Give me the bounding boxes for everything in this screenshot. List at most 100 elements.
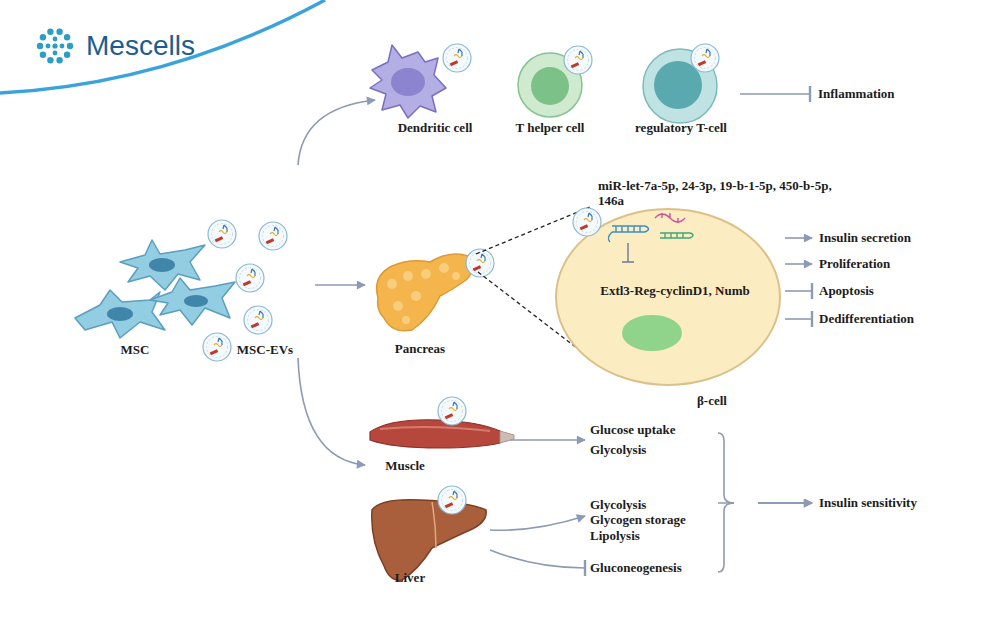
pancreas-lobule: [452, 272, 460, 280]
node-label: Glycogen storage: [590, 512, 715, 527]
extracellular-vesicle: [691, 44, 719, 72]
arrow-connector: [718, 433, 812, 503]
effect-text: Dedifferentiation: [812, 310, 972, 328]
extracellular-vesicle: [208, 220, 236, 248]
node-label: Muscle: [375, 458, 435, 473]
extracellular-vesicle: [236, 264, 264, 292]
logo-dot: [60, 44, 65, 49]
node-label: Pancreas: [365, 341, 475, 356]
muscle-organ: [370, 420, 500, 448]
arrow-connector: [718, 502, 812, 504]
organ: Pancreas: [365, 245, 475, 357]
arrow-connector: [510, 439, 585, 441]
node-label: Insulin sensitivity: [819, 495, 969, 510]
node-label: MSC-EVs: [215, 342, 315, 357]
node-label: Extl3-Reg-cyclinD1, Numb: [570, 283, 780, 298]
msc-cell: [75, 290, 165, 338]
logo-dot: [64, 52, 70, 58]
logo-dot: [46, 44, 51, 49]
cell-nucleus: [391, 68, 425, 96]
logo-icon: [37, 29, 73, 64]
node-label: Apoptosis: [819, 283, 969, 298]
pancreas-lobule: [421, 269, 431, 279]
logo-dot: [64, 34, 70, 40]
extracellular-vesicle: [443, 44, 471, 72]
node-label: Proliferation: [819, 256, 969, 271]
node-label: Insulin secretion: [819, 230, 969, 245]
immune-cell: Dendritic cell: [375, 42, 495, 137]
logo-dot: [40, 52, 46, 58]
node-label: Liver: [385, 570, 435, 585]
immune-cell: T helper cell: [500, 42, 600, 137]
pancreas-lobule: [403, 271, 413, 281]
arrow-connector: [718, 503, 812, 572]
inhibition-mark: [622, 243, 634, 262]
msc-cells: [75, 240, 235, 338]
logo-dot: [52, 43, 57, 48]
arrow-connector: [785, 263, 812, 265]
arrow-connector: [298, 358, 365, 465]
organ: Muscle: [365, 395, 510, 475]
pancreas-lobule: [402, 316, 410, 324]
extracellular-vesicle: [259, 222, 287, 250]
muscle-tendon: [500, 431, 514, 443]
immune-cell: regulatory T-cell: [622, 42, 740, 137]
logo-dot: [40, 34, 46, 40]
msc-cell: [120, 240, 205, 290]
cell-nucleus: [531, 67, 569, 105]
node-label: Glycolysis: [590, 497, 715, 512]
cell-group: MSC: [80, 235, 230, 360]
msc-nuclei: [107, 258, 208, 321]
node-label: T helper cell: [500, 120, 600, 135]
pancreas-organ: [377, 254, 473, 331]
effect-text: Inflammation: [810, 85, 940, 103]
effect-text: Apoptosis: [812, 282, 972, 300]
arrow-connector: [315, 284, 365, 286]
logo-dot: [56, 29, 62, 35]
extracellular-vesicle: [573, 208, 601, 236]
effect-text: Proliferation: [812, 255, 972, 273]
logo-dot: [47, 29, 53, 35]
mirna-strand: [660, 233, 693, 238]
liver-ligament: [432, 502, 436, 548]
effect-text: GlycolysisGlycogen storageLipolysis: [585, 495, 718, 545]
node-label: Gluconeogenesis: [590, 560, 715, 575]
pancreas-lobule: [393, 301, 403, 311]
logo-dot: [67, 43, 73, 49]
cell-nucleus: [107, 307, 133, 321]
logo-dot: [47, 57, 53, 63]
node-label: regulatory T-cell: [622, 120, 740, 135]
extracellular-vesicle: [438, 397, 466, 425]
node-label: β-cell: [672, 393, 752, 408]
pancreas-lobule: [439, 263, 449, 273]
effect-text: Insulin secretion: [812, 229, 972, 247]
msc-cell: [150, 278, 235, 325]
node-label: Dendritic cell: [375, 120, 495, 135]
extracellular-vesicle: [564, 46, 592, 74]
inhibition-connector: [490, 550, 585, 568]
cell-nucleus: [184, 295, 208, 307]
logo-dot: [53, 37, 58, 42]
mirna-strand: [655, 213, 685, 223]
logo-text: Mescells: [86, 30, 195, 62]
extracellular-vesicle: [438, 486, 466, 514]
logo-dot: [37, 43, 43, 49]
mirna-hairpin: [608, 226, 648, 242]
effect-text: Glucose uptakeGlycolysis: [585, 420, 718, 462]
organ: Liver: [365, 485, 490, 590]
node-label: Glycolysis: [590, 442, 715, 457]
logo-dot: [53, 51, 58, 56]
node-label: Lipolysis: [590, 528, 715, 543]
node-label: Glucose uptake: [590, 422, 715, 437]
effect-text: Insulin sensitivity: [812, 494, 972, 512]
cell-nucleus: [149, 258, 175, 272]
extracellular-vesicle: [244, 306, 272, 334]
arrow-connector: [785, 237, 812, 239]
logo-dot: [56, 57, 62, 63]
extracellular-vesicle: [203, 333, 231, 361]
arrow-connector: [490, 516, 585, 530]
pancreas-lobule: [387, 279, 397, 289]
beta-cell-membrane: [556, 209, 780, 385]
node-label: miR-let-7a-5p, 24-3p, 19-b-1-5p, 450-b-5…: [598, 178, 836, 208]
